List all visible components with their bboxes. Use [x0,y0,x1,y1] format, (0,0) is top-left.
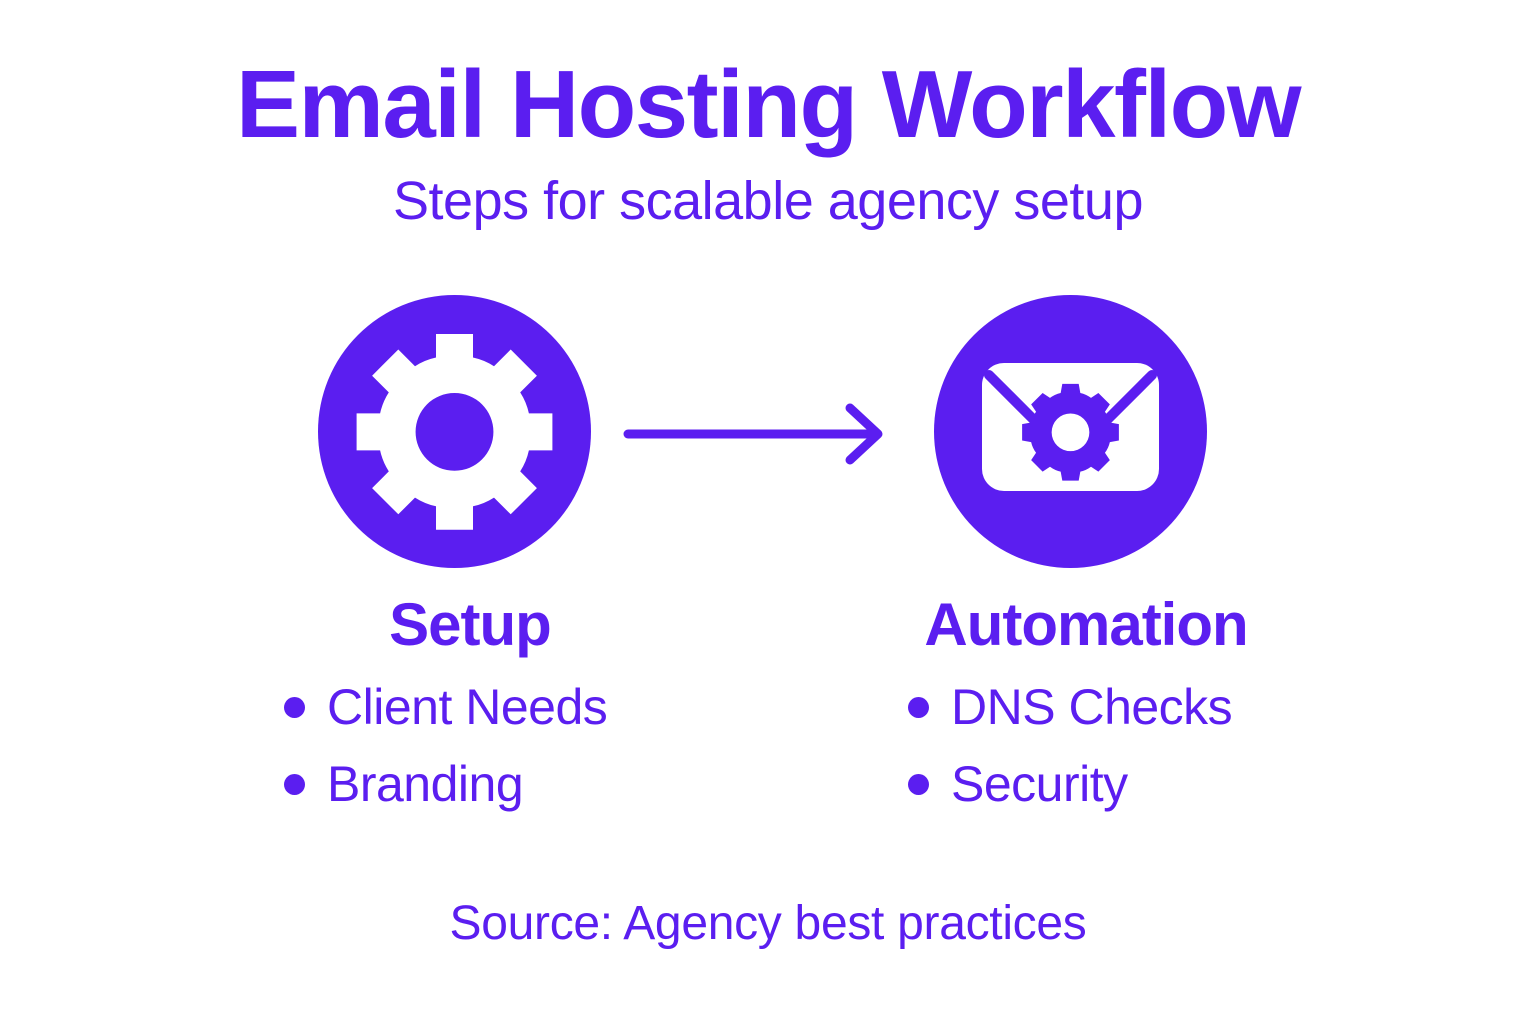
bullet-list-automation: DNS Checks Security [866,680,1306,812]
bullet-label: DNS Checks [951,679,1233,735]
bullet-dot-icon [908,697,929,718]
gear-icon [356,334,553,530]
bullet-list-setup: Client Needs Branding [250,680,690,812]
list-item: Security [866,757,1306,812]
page-subtitle: Steps for scalable agency setup [393,171,1143,231]
column-setup: Setup Client Needs Branding [250,592,690,834]
bullet-label: Security [951,756,1128,812]
column-automation: Automation DNS Checks Security [866,592,1306,834]
flow-node-setup [318,295,591,568]
bullet-dot-icon [908,774,929,795]
arrow-right-icon [623,403,883,465]
column-heading-setup: Setup [389,591,552,658]
list-item: DNS Checks [866,680,1306,735]
page-title: Email Hosting Workflow [236,51,1301,158]
bullet-dot-icon [284,774,305,795]
email-gear-icon [982,363,1159,491]
bullet-label: Branding [327,756,524,812]
list-item: Branding [250,757,690,812]
column-heading-automation: Automation [924,591,1248,658]
flow-node-automation [934,295,1207,568]
source-caption: Source: Agency best practices [449,897,1087,950]
bullet-dot-icon [284,697,305,718]
list-item: Client Needs [250,680,690,735]
bullet-label: Client Needs [327,679,608,735]
